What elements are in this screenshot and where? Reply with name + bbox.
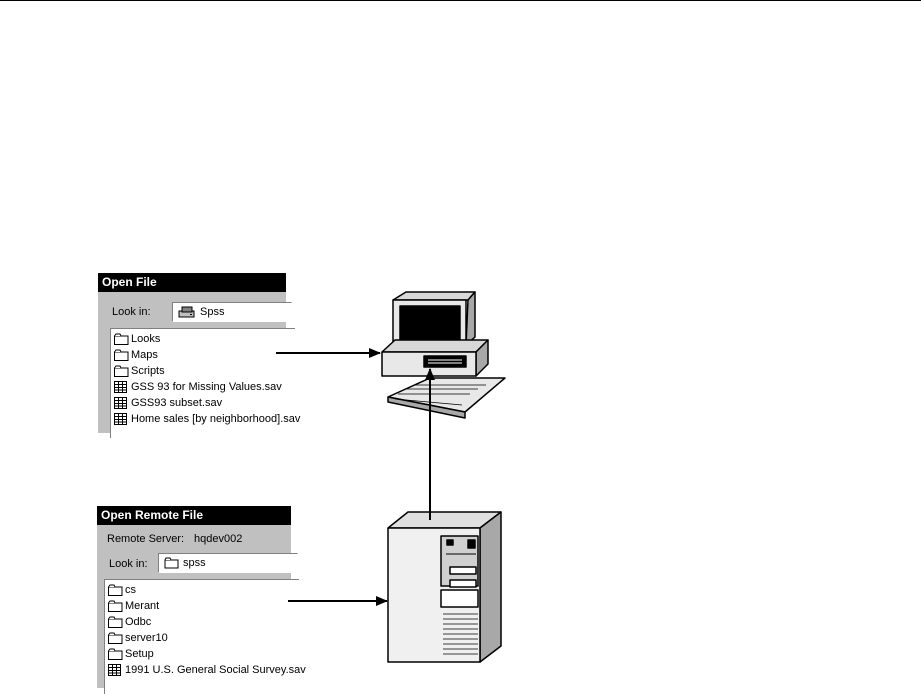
- top-rule: [0, 0, 921, 1]
- list-item-label: Home sales [by neighborhood].sav: [131, 413, 301, 425]
- drive-icon: [178, 306, 196, 325]
- list-item-label: GSS93 subset.sav: [131, 397, 223, 409]
- open-remote-file-dialog: Open Remote File Remote Server: hqdev002…: [97, 506, 306, 694]
- folder-icon: [164, 557, 180, 575]
- list-item-label: GSS 93 for Missing Values.sav: [131, 381, 282, 393]
- look-in-combo[interactable]: Spss: [172, 302, 292, 322]
- desktop-computer-icon: [381, 291, 506, 419]
- list-item-label: Looks: [131, 333, 161, 345]
- remote-server-value: hqdev002: [194, 533, 243, 545]
- list-item-label: Merant: [125, 600, 160, 612]
- list-item-label: Scripts: [131, 365, 165, 377]
- look-in-value: Spss: [200, 306, 225, 318]
- look-in-value: spss: [183, 557, 206, 569]
- list-item-label: Setup: [125, 648, 154, 660]
- look-in-label: Look in:: [109, 558, 148, 570]
- list-item-label: Odbc: [125, 616, 152, 628]
- dialog-title: Open File: [98, 273, 286, 292]
- dialog-title: Open Remote File: [97, 506, 291, 525]
- remote-server-label: Remote Server:: [107, 533, 185, 545]
- look-in-label: Look in:: [112, 306, 151, 318]
- look-in-combo[interactable]: spss: [158, 553, 298, 573]
- list-item-label: cs: [125, 584, 136, 596]
- tower-server-icon: [387, 511, 502, 663]
- list-item-label: server10: [125, 632, 168, 644]
- list-item-label: Maps: [131, 349, 158, 361]
- list-item-label: 1991 U.S. General Social Survey.sav: [125, 664, 306, 676]
